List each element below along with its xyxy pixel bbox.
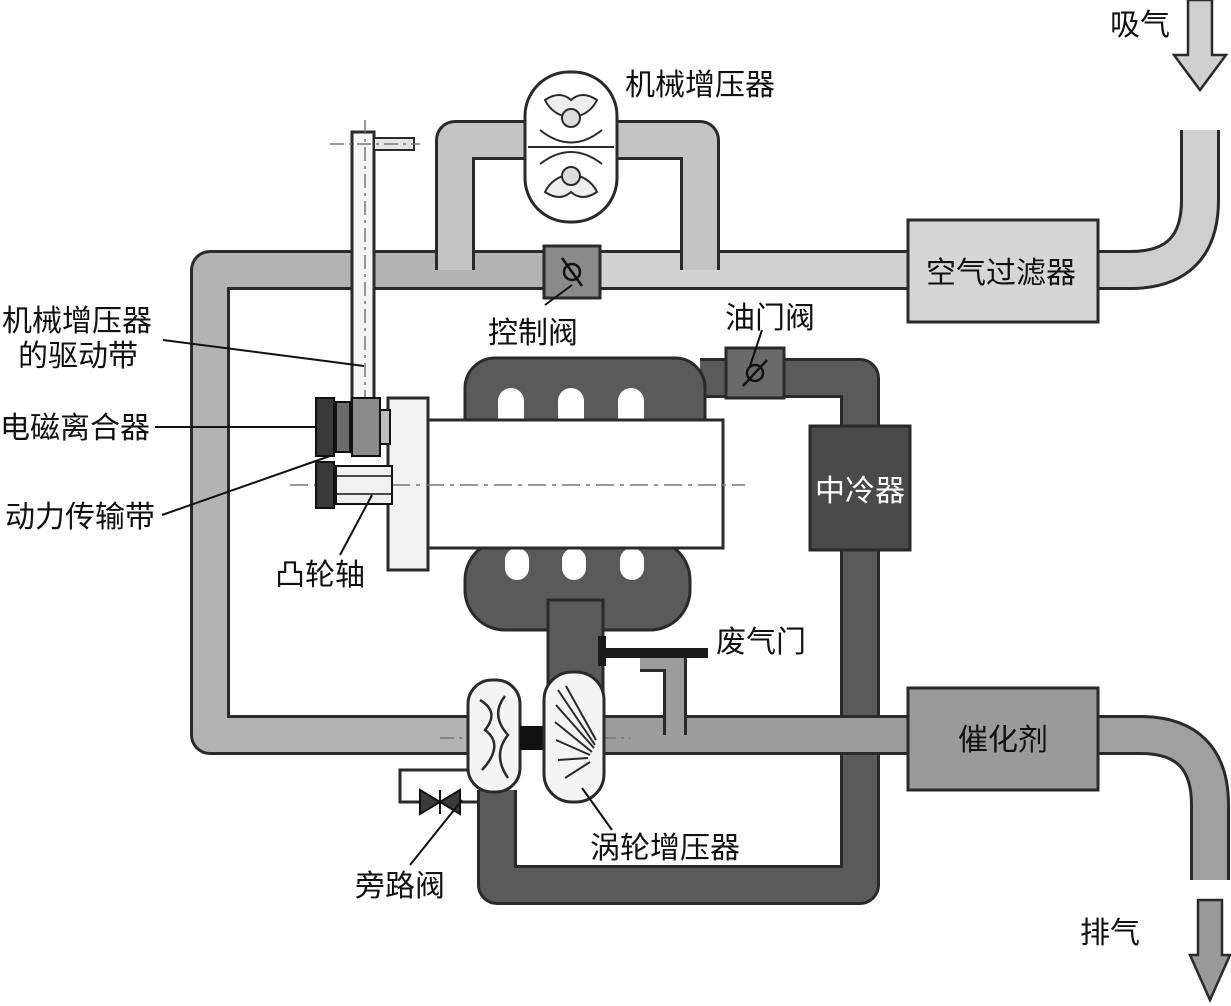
leader-turbo (581, 787, 613, 831)
label-control-valve: 控制阀 (488, 316, 578, 351)
leader-throttle (749, 329, 763, 367)
label-intercooler: 中冷器 (815, 474, 905, 509)
label-em-clutch: 电磁离合器 (0, 411, 150, 446)
intercooler-box (808, 424, 912, 552)
leader-camshaft (339, 494, 373, 556)
control-valve (542, 244, 602, 300)
label-throttle-valve: 油门阀 (725, 301, 815, 336)
label-turbocharger: 涡轮增压器 (590, 831, 740, 866)
engine-block (290, 396, 745, 572)
label-camshaft: 凸轮轴 (275, 558, 365, 593)
label-sc-belt-line2: 的驱动带 (18, 339, 138, 374)
label-power-belt: 动力传输带 (5, 500, 155, 535)
leader-control-valve (544, 284, 573, 306)
leader-power-belt (161, 455, 331, 516)
supercharger-unit (523, 70, 619, 224)
wastegate-flap (598, 636, 708, 666)
label-exhaust: 排气 (1080, 916, 1140, 951)
label-bypass-valve: 旁路阀 (355, 869, 445, 904)
catalyst-box (906, 686, 1100, 792)
label-catalyst: 催化剂 (958, 723, 1048, 758)
throttle-valve (724, 346, 786, 400)
air-filter-box (906, 218, 1100, 324)
label-sc-belt-line1: 机械增压器 (2, 304, 152, 339)
pressure-pipe-network (477, 358, 1230, 905)
exhaust-arrow-icon (1188, 898, 1231, 1004)
turbocharger-unit (440, 670, 630, 804)
leader-lines (155, 284, 763, 866)
belt-drive-assembly (315, 120, 420, 509)
label-supercharger: 机械增压器 (625, 68, 775, 103)
labels: 吸气 排气 机械增压器 空气过滤器 控制阀 油门阀 机械增压器 的驱动带 电磁离… (0, 8, 1170, 951)
bypass-valve (398, 768, 478, 816)
label-wastegate: 废气门 (716, 625, 806, 660)
intake-arrow-icon (1171, 0, 1229, 93)
leader-sc-belt (162, 339, 365, 367)
label-air-filter: 空气过滤器 (926, 256, 1076, 291)
label-intake: 吸气 (1110, 8, 1170, 43)
leader-bypass (409, 799, 463, 866)
